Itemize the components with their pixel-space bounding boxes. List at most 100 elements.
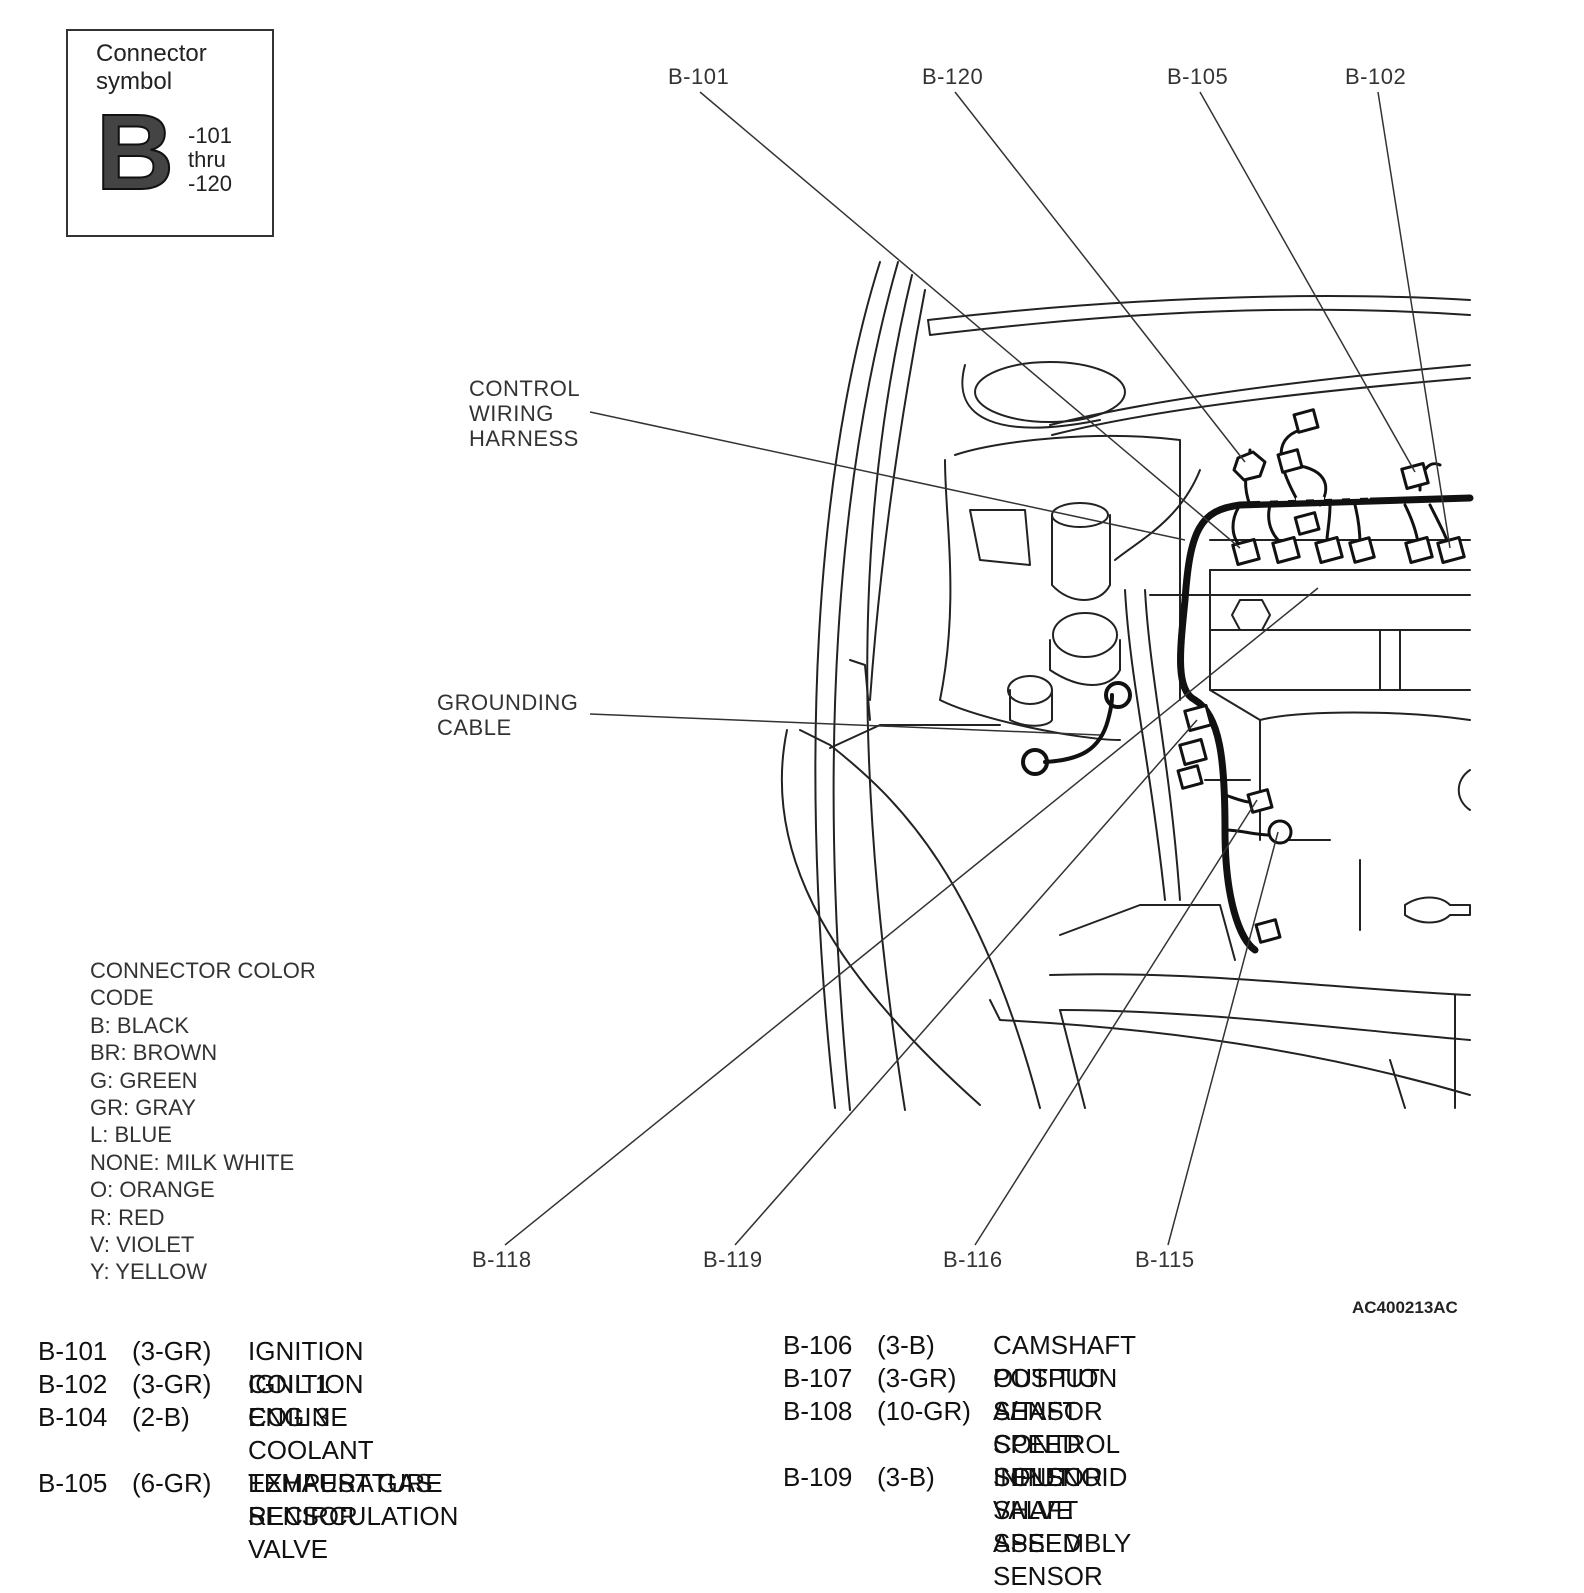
legend-entry: Y: YELLOW: [90, 1259, 207, 1285]
connector-b105-a: [1276, 448, 1304, 474]
connector-name: ENGINE COOLANT TEMPERATURE SENSOR: [248, 1402, 443, 1531]
booster-cap: [1051, 502, 1109, 528]
connector-b118: [1183, 703, 1213, 733]
leader-control-harness: [589, 411, 1186, 541]
leader-b101: [699, 91, 1241, 549]
legend-entry: V: VIOLET: [90, 1232, 195, 1258]
connector-symbol-letter: B: [95, 91, 175, 212]
grounding-cable: [1043, 693, 1114, 764]
connector-b102: [1436, 535, 1466, 565]
branch-3: [1293, 463, 1328, 507]
callout-b119: B-119: [703, 1247, 763, 1272]
leader-b119: [734, 719, 1198, 1246]
legend-title-line-2: CODE: [90, 985, 154, 1011]
connector-b115-sensor: [1267, 819, 1293, 845]
air-box-side-2: [1389, 1059, 1406, 1109]
connector-9: [1254, 918, 1282, 944]
connector-color-code-legend: CONNECTOR COLOR CODE B: BLACK BR: BROWN …: [90, 957, 316, 1286]
ground-terminal-1: [1021, 748, 1049, 776]
harness-line-2: WIRING: [469, 401, 554, 426]
legend-entry: NONE: MILK WHITE: [90, 1149, 295, 1175]
callout-b118: B-118: [472, 1247, 532, 1272]
oil-filler: [1404, 896, 1471, 924]
connector-symbol-box: [66, 29, 274, 237]
cowl-top: [927, 308, 1471, 336]
connector-name: CAMSHAFT POSITION SENSOR: [993, 1330, 1136, 1426]
range-start: -101: [188, 123, 233, 148]
connector-b101: [1231, 537, 1261, 567]
callout-grounding-cable: GROUNDING CABLE: [437, 690, 578, 740]
connector-type: (10-GR): [877, 1396, 971, 1426]
control-wiring-harness: [1177, 494, 1474, 954]
harness-line-1: CONTROL: [469, 376, 581, 401]
connector-type: (3-B): [877, 1330, 935, 1360]
air-box-side: [1059, 1009, 1086, 1109]
connector-b119: [1178, 737, 1208, 767]
connector-type: (2-B): [132, 1402, 190, 1432]
strut-tower-side: [961, 364, 1101, 429]
connector-name: EXHAUST GAS RECIRCULATION VALVE: [248, 1468, 459, 1564]
grounding-line-2: CABLE: [437, 715, 512, 740]
pipe-curve: [1457, 769, 1471, 811]
connector-type: (6-GR): [132, 1468, 212, 1498]
connector-4: [1314, 535, 1344, 565]
connector-5: [1348, 536, 1376, 564]
connector-id: B-107: [783, 1363, 853, 1393]
harness-clip-marks: [1259, 495, 1371, 502]
legend-entry: G: GREEN: [90, 1067, 198, 1093]
booster-dome: [1052, 612, 1118, 658]
callout-b120: B-120: [922, 64, 984, 89]
connector-list-right: B-106 (3-B) CAMSHAFT POSITION SENSOR B-1…: [783, 1329, 1563, 1591]
callout-b116: B-116: [943, 1247, 1003, 1272]
fender-edge-lower: [780, 729, 981, 1106]
block-line-2: [1259, 711, 1471, 721]
booster-body: [1051, 514, 1111, 601]
leader-b115: [1167, 831, 1279, 1246]
grounding-line-1: GROUNDING: [437, 690, 579, 715]
connector-id: B-104: [38, 1402, 108, 1432]
callout-b105: B-105: [1167, 64, 1229, 89]
hose-upper: [1114, 469, 1201, 561]
legend-entry: B: BLACK: [90, 1012, 190, 1038]
reservoir-cap: [969, 509, 1031, 566]
connector-type: (3-GR): [132, 1336, 212, 1366]
connector-id: B-102: [38, 1369, 108, 1399]
fender-lip: [829, 724, 1001, 749]
fluid-cap-body: [1009, 689, 1053, 727]
connector-8: [1176, 764, 1204, 790]
connector-b105-b: [1292, 408, 1320, 434]
cowl-panel: [1049, 364, 1471, 426]
connector-id: B-108: [783, 1396, 853, 1426]
connector-list-left: B-101 (3-GR) IGNITION COIL 1 B-102 (3-GR…: [38, 1335, 758, 1564]
reservoir-top: [954, 435, 1181, 701]
leader-b116: [974, 799, 1258, 1246]
connector-name: OUTPUT SHAFT SPEED SENSOR: [993, 1363, 1103, 1492]
connector-symbol-range: -101 thru -120: [188, 124, 232, 196]
air-box-edge: [1049, 973, 1471, 996]
connector-type: (3-B): [877, 1462, 935, 1492]
connector-id: B-109: [783, 1462, 853, 1492]
legend-title-line-1: CONNECTOR COLOR: [90, 958, 316, 983]
connector-id: B-101: [38, 1336, 108, 1366]
legend-entry: R: RED: [90, 1204, 165, 1230]
connector-symbol-title: Connector symbol: [96, 40, 207, 95]
strut-tower-cap: [974, 361, 1126, 423]
connector-2: [1271, 535, 1301, 565]
cam-sprocket: [1231, 599, 1271, 631]
legend-entry: GR: GRAY: [90, 1095, 196, 1121]
range-end: -120: [188, 171, 233, 196]
fender-outline-1: [814, 261, 881, 1109]
leader-b120: [954, 91, 1246, 463]
connector-b102-top: [1400, 461, 1430, 491]
connector-b116: [1246, 788, 1274, 814]
battery-tray: [989, 999, 1471, 1096]
fender-outline-4: [869, 289, 926, 701]
legend-entry: BR: BROWN: [90, 1040, 218, 1066]
fender-bracket: [849, 659, 871, 721]
figure-id: AC400213AC: [1352, 1298, 1458, 1317]
hose-2: [1144, 589, 1181, 901]
connector-name: A/T CONTROL SOLENOID VALVE ASSEMBLY: [993, 1396, 1132, 1558]
connector-name: INPUT SHAFT SPEED SENSOR: [993, 1462, 1103, 1591]
connector-3: [1293, 511, 1321, 536]
